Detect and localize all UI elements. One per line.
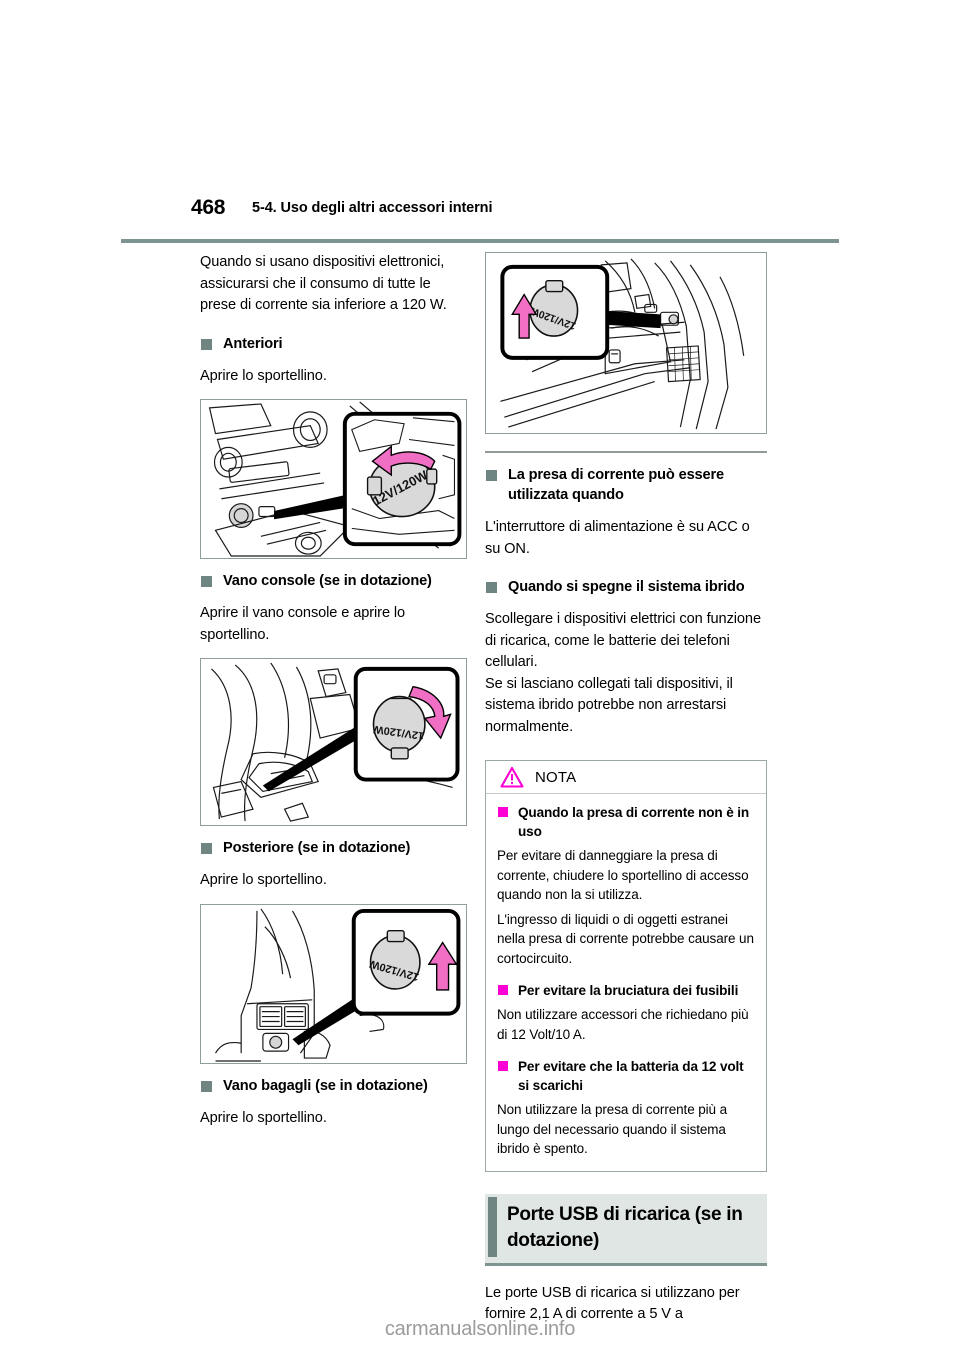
vano-console-text: Aprire il vano console e aprire lo sport… — [200, 605, 406, 643]
warning-triangle-icon — [500, 766, 524, 788]
subheading-label: Per evitare la bruciatura dei fusibili — [518, 983, 739, 998]
subheading-label: Vano console (se in dotazione) — [223, 573, 432, 589]
subheading-vano-bagagli: Vano bagagli (se in dotazione) — [200, 1076, 467, 1096]
square-bullet-icon — [486, 470, 497, 481]
presa-utilizzabile-text: L'interruttore di alimentazione è su ACC… — [485, 519, 750, 557]
square-bullet-icon — [498, 1061, 508, 1071]
spegnimento-ibrido-text2: Se si lasciano collegati tali dispositiv… — [485, 675, 733, 735]
nota-subheading-presa-non-in-uso: Quando la presa di corrente non è in uso — [497, 803, 755, 841]
square-bullet-icon — [498, 807, 508, 817]
square-bullet-icon — [201, 576, 212, 587]
posteriore-text: Aprire lo sportellino. — [200, 872, 327, 888]
square-bullet-icon — [498, 985, 508, 995]
nota-subheading-batteria: Per evitare che la batteria da 12 volt s… — [497, 1057, 755, 1095]
square-bullet-icon — [201, 338, 212, 350]
site-watermark: carmanualsonline.info — [384, 1318, 576, 1340]
nota-body: Quando la presa di corrente non è in uso… — [486, 794, 766, 1171]
figure-rear-outlet: 12V/120W — [200, 903, 467, 1064]
right-column: 12V/120W La presa di corrente può essere… — [485, 252, 767, 1326]
subheading-label: Quando si spegne il sistema ibrido — [508, 579, 745, 595]
page-header: 468 5-4. Uso degli altri accessori inter… — [0, 196, 960, 244]
intro-paragraph: Quando si usano dispositivi elettronici,… — [200, 254, 447, 313]
section-heading-label: Porte USB di ricarica (se in dotazione) — [507, 1203, 743, 1251]
subheading-anteriori: Anteriori — [200, 334, 467, 354]
figure-luggage-compartment-outlet: 12V/120W — [485, 252, 767, 434]
nota-box: NOTA Quando la presa di corrente non è i… — [485, 760, 767, 1172]
nota-subheading-fusibili: Per evitare la bruciatura dei fusibili — [497, 981, 755, 1000]
nota-text-1a: Per evitare di danneggiare la presa di c… — [497, 848, 749, 902]
square-bullet-icon — [201, 843, 212, 854]
rotation-arrow-icon — [371, 444, 436, 477]
section-divider — [485, 451, 767, 453]
nota-header: NOTA — [486, 761, 766, 794]
anteriori-text: Aprire lo sportellino. — [200, 367, 327, 384]
subheading-label: Per evitare che la batteria da 12 volt s… — [518, 1059, 744, 1093]
section-heading-usb-ports: Porte USB di ricarica (se in dotazione) — [485, 1193, 767, 1266]
rotation-arrow-icon — [511, 293, 538, 339]
usb-ports-text: Le porte USB di ricarica si utilizzano p… — [485, 1284, 740, 1323]
subheading-spegnimento-ibrido: Quando si spegne il sistema ibrido — [485, 577, 767, 597]
nota-title: NOTA — [535, 768, 577, 786]
nota-text-2: Non utilizzare accessori che richiedano … — [497, 1007, 749, 1042]
subheading-vano-console: Vano console (se in dotazione) — [200, 571, 467, 591]
subheading-label: Vano bagagli (se in dotazione) — [223, 1077, 428, 1094]
square-bullet-icon — [486, 582, 497, 593]
figure-front-power-outlet: 12V/120W — [200, 399, 467, 559]
subheading-label: Anteriori — [223, 335, 283, 352]
subheading-presa-utilizzabile: La presa di corrente può essere utilizza… — [485, 465, 767, 505]
subheading-label: La presa di corrente può essere utilizza… — [508, 467, 724, 503]
rotation-arrow-icon — [427, 940, 458, 991]
section-accent-bar — [488, 1196, 497, 1257]
spegnimento-ibrido-text: Scollegare i dispositivi elettrici con f… — [485, 611, 761, 670]
rotation-arrow-icon — [408, 685, 452, 740]
nota-text-3: Non utilizzare la presa di corrente più … — [497, 1102, 728, 1156]
figure-console-box-outlet: 12V/120W — [200, 658, 467, 826]
header-divider — [121, 239, 839, 243]
page-number: 468 — [191, 196, 226, 219]
square-bullet-icon — [201, 1080, 212, 1092]
vano-bagagli-text: Aprire lo sportellino. — [200, 1109, 327, 1126]
subheading-label: Posteriore (se in dotazione) — [223, 840, 411, 856]
subheading-posteriore: Posteriore (se in dotazione) — [200, 838, 467, 858]
left-column: Quando si usano dispositivi elettronici,… — [200, 252, 467, 1129]
subheading-label: Quando la presa di corrente non è in uso — [518, 805, 750, 839]
page-title: 5-4. Uso degli altri accessori interni — [252, 200, 493, 216]
nota-text-1b: L'ingresso di liquidi o di oggetti estra… — [497, 911, 754, 966]
